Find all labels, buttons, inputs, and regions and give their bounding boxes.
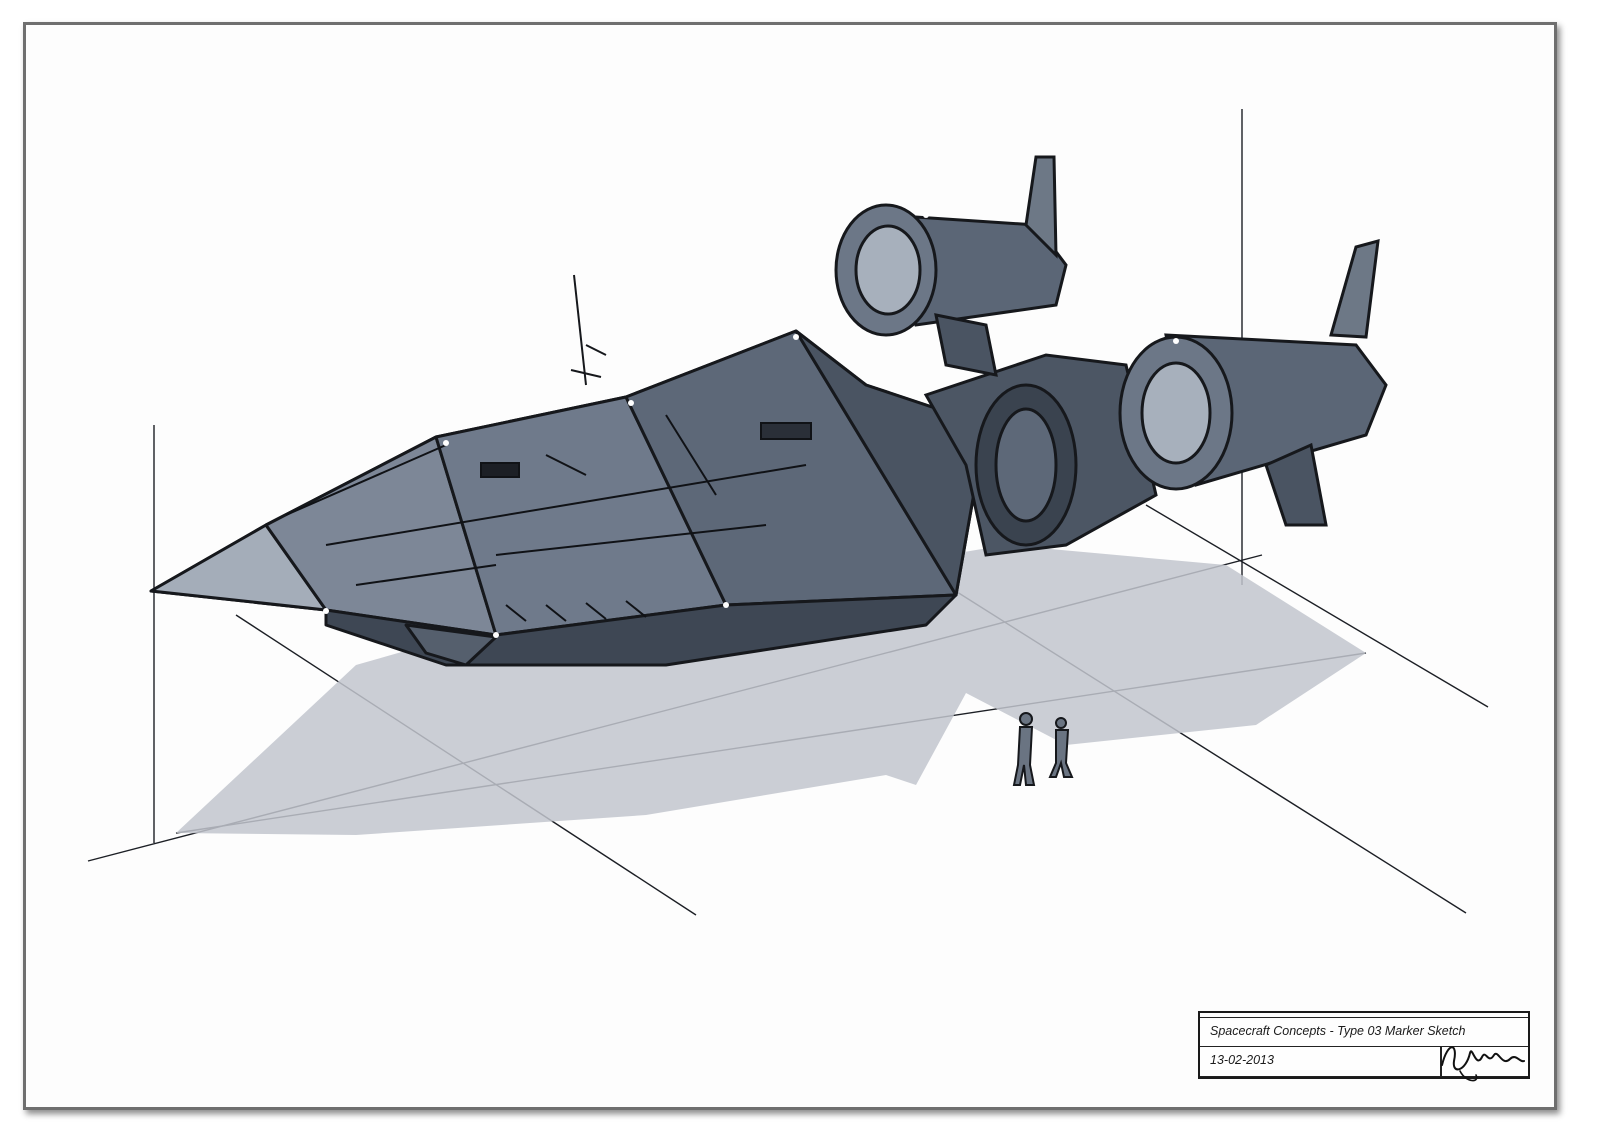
date-row: 13-02-2013: [1200, 1047, 1528, 1077]
hull-panel-lines: [285, 414, 812, 622]
artist-signature: [1441, 1046, 1525, 1082]
sketch-date: 13-02-2013: [1210, 1053, 1274, 1067]
lower-engine-pod: [1118, 238, 1388, 527]
antenna: [570, 274, 607, 386]
human-figures: [1012, 712, 1074, 786]
title-row: Spacecraft Concepts - Type 03 Marker Ske…: [1200, 1017, 1528, 1047]
title-block-divider: [1440, 1047, 1442, 1077]
spacecraft-sketch: [87, 109, 1489, 916]
engine-cluster: [923, 353, 1158, 557]
title-block: Spacecraft Concepts - Type 03 Marker Ske…: [1198, 1011, 1530, 1079]
upper-engine-pod: [834, 155, 1068, 377]
sketch-sheet: Spacecraft Concepts - Type 03 Marker Ske…: [23, 22, 1557, 1110]
sketch-title: Spacecraft Concepts - Type 03 Marker Ske…: [1210, 1024, 1466, 1038]
main-hull: [149, 329, 988, 667]
highlight-flecks: [323, 212, 1179, 638]
ground-shadow: [176, 545, 1366, 835]
